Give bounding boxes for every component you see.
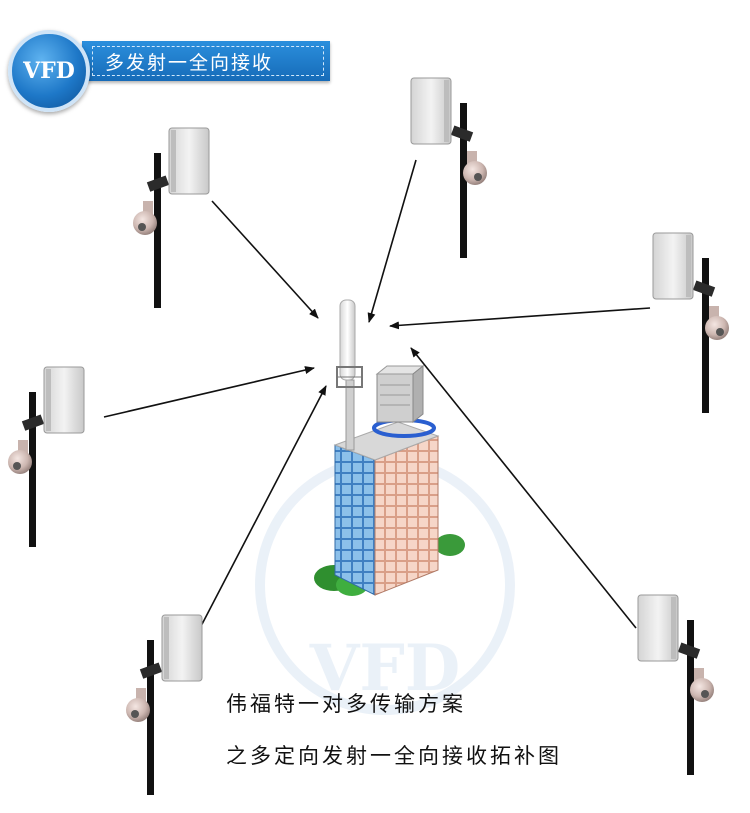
- arrow-from-bottom-right: [410, 347, 637, 629]
- header-title-frame: 多发射一全向接收: [92, 46, 324, 76]
- vfd-logo-badge: VFD: [8, 30, 90, 112]
- header-title-bar: 多发射一全向接收: [82, 41, 330, 81]
- caption-line-1: 伟福特一对多传输方案: [226, 692, 466, 716]
- arrow-from-top-left: [211, 200, 319, 319]
- building-brick-face: [374, 435, 439, 596]
- signal-arrows: [103, 159, 651, 631]
- header-title: 多发射一全向接收: [105, 51, 274, 74]
- tree: [435, 534, 465, 556]
- arrow-from-right: [389, 307, 651, 330]
- remote-station-bottom-right: [637, 594, 715, 776]
- central-building: [314, 299, 465, 596]
- arrow-from-left: [103, 366, 315, 418]
- logo-text: VFD: [23, 58, 75, 84]
- remote-station-bottom-left: [125, 614, 203, 796]
- arrow-from-top: [367, 159, 417, 323]
- remote-station-right: [652, 232, 730, 414]
- watermark-text: VFD: [309, 631, 461, 706]
- equipment-cabinet: [375, 364, 425, 424]
- caption-line-2: 之多定向发射一全向接收拓补图: [226, 744, 562, 768]
- building-glass-face: [334, 444, 376, 596]
- remote-station-top: [410, 77, 488, 259]
- arrow-from-bottom-left: [198, 385, 327, 631]
- remote-station-top-left: [132, 127, 210, 309]
- remote-station-left: [7, 366, 85, 548]
- omni-antenna: [336, 299, 363, 451]
